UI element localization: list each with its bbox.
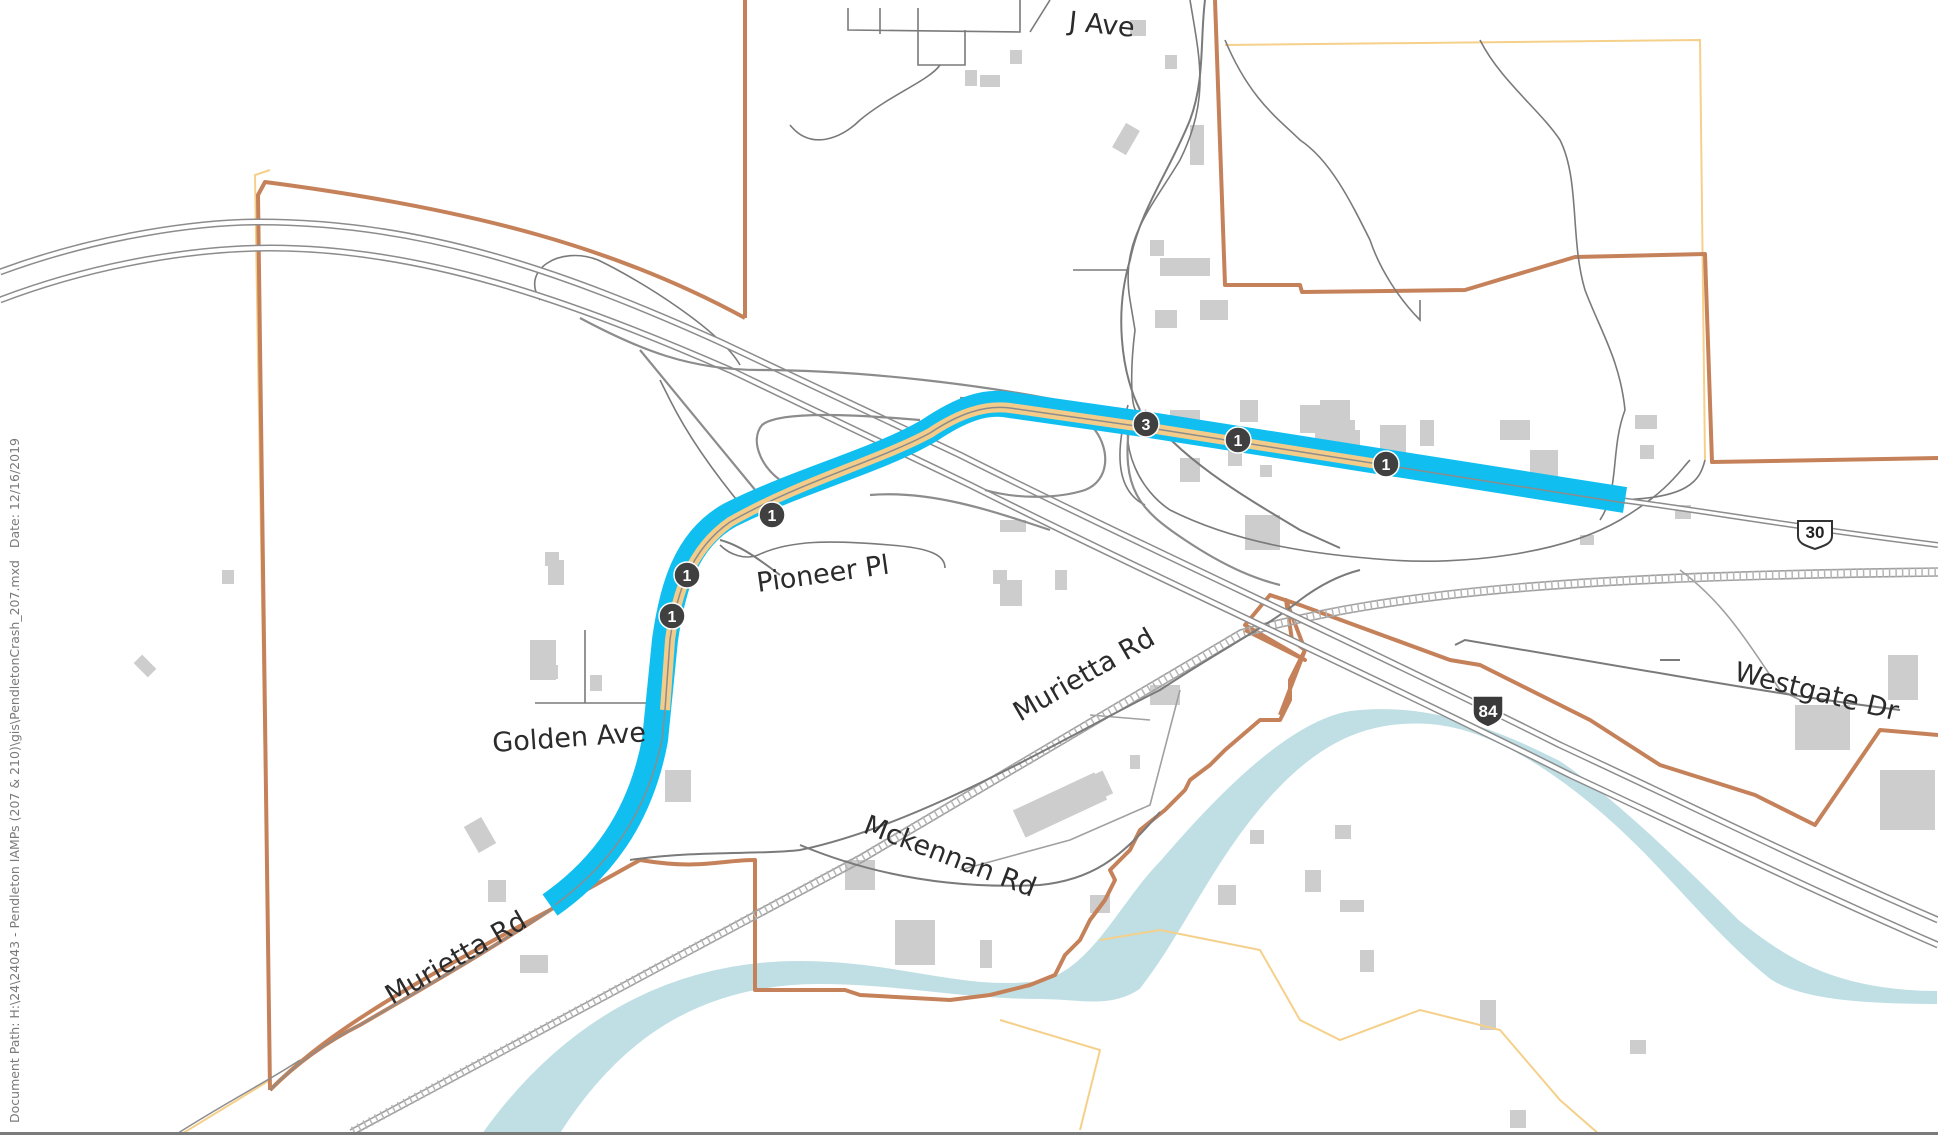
- svg-text:3: 3: [1142, 417, 1151, 434]
- river: [478, 707, 1938, 1135]
- us30-shield: 30: [1797, 520, 1833, 551]
- label-pioneer-pl: Pioneer Pl: [755, 550, 892, 599]
- svg-text:30: 30: [1806, 523, 1825, 542]
- svg-text:1: 1: [768, 508, 777, 525]
- crash-marker[interactable]: 1: [758, 501, 786, 529]
- i84-shield: 84: [1472, 695, 1504, 728]
- label-j-ave: J Ave: [1065, 6, 1136, 44]
- label-mckennan-rd: Mckennan Rd: [859, 810, 1040, 904]
- buildings: [133, 20, 1935, 1128]
- railroad-ties: [350, 567, 1938, 1135]
- svg-text:1: 1: [1382, 457, 1391, 474]
- crash-marker[interactable]: 3: [1132, 410, 1160, 438]
- minor-roads: [533, 0, 1706, 704]
- label-golden-ave: Golden Ave: [491, 717, 647, 759]
- svg-text:1: 1: [668, 609, 677, 626]
- svg-text:1: 1: [683, 568, 692, 585]
- secondary-streets: [629, 0, 1901, 887]
- crash-marker[interactable]: 1: [1224, 426, 1252, 454]
- crash-markers: 1 1 1 3 1 1: [658, 410, 1400, 630]
- crash-marker[interactable]: 1: [673, 561, 701, 589]
- label-murietta-rd-south: Murietta Rd: [380, 905, 532, 1011]
- crash-marker[interactable]: 1: [1372, 450, 1400, 478]
- document-path-note: Document Path: H:\24\24043 - Pendleton I…: [4, 0, 24, 1135]
- city-limits: [256, 0, 1938, 1092]
- document-path-text: Document Path: H:\24\24043 - Pendleton I…: [7, 560, 22, 1123]
- svg-text:84: 84: [1479, 702, 1498, 721]
- crash-marker[interactable]: 1: [658, 602, 686, 630]
- us30-road: [174, 497, 1938, 1135]
- label-murietta-rd-north: Murietta Rd: [1008, 622, 1160, 728]
- svg-text:1: 1: [1234, 433, 1243, 450]
- bottom-border: [0, 1132, 1938, 1135]
- document-date-text: Date: 12/16/2019: [7, 438, 22, 549]
- i84-freeway: [0, 218, 1938, 949]
